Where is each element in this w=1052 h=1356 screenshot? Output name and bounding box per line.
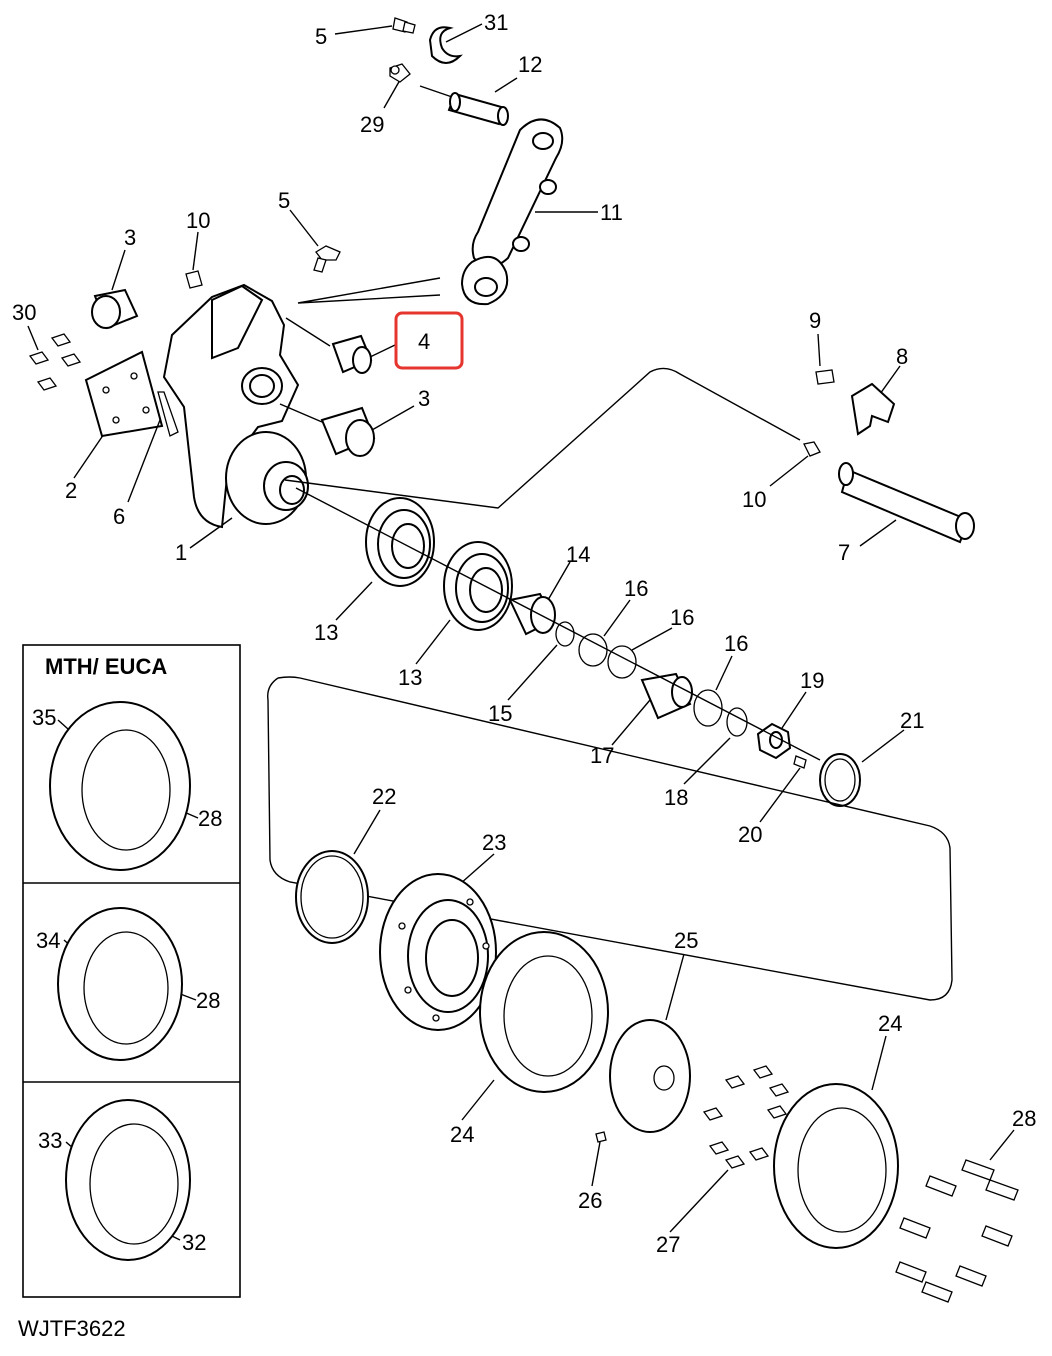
label-12: 12 [518,52,542,77]
axis-line-middle [295,487,821,761]
inset-sprocket-33 [65,1099,191,1261]
label-7: 7 [838,540,850,565]
figure-code: WJTF3622 [18,1316,126,1341]
inset-panel [22,644,241,1298]
bushing-3-right [279,403,415,457]
label-31: 31 [484,10,508,35]
bolt-9 [815,333,835,385]
label-6: 6 [113,504,125,529]
label-5-mid: 5 [278,188,290,213]
ring-16-b [607,627,673,679]
bolt-5-top [334,17,416,35]
label-35: 35 [32,705,56,730]
pin-20 [759,755,807,823]
label-14: 14 [566,542,590,567]
label-22: 22 [372,784,396,809]
bracket-8 [850,365,901,436]
inset-sprocket-35 [49,701,199,871]
label-5-top: 5 [315,24,327,49]
hub-23 [379,853,497,1031]
label-27: 27 [656,1232,680,1257]
shaft-7 [838,462,975,547]
label-32: 32 [182,1230,206,1255]
bolt-5-mid [289,209,341,273]
label-34: 34 [36,928,60,953]
label-1: 1 [175,540,187,565]
label-17: 17 [590,743,614,768]
plate-2 [73,350,164,479]
ring-16-c [693,655,733,727]
label-28-inset-b: 28 [196,988,220,1013]
label-16-b: 16 [670,605,694,630]
sleeve-14 [508,561,571,636]
label-13-a: 13 [314,620,338,645]
label-24-right: 24 [878,1011,902,1036]
label-30: 30 [12,300,36,325]
cover-25 [609,953,691,1133]
ring-16-a [578,599,631,667]
o-ring-22 [295,809,381,944]
bushing-3-left [91,249,139,330]
label-29: 29 [360,112,384,137]
highlight-box [394,311,464,370]
label-3-right: 3 [418,386,430,411]
snap-ring-21 [819,729,905,807]
label-21: 21 [900,708,924,733]
bolts-30 [27,325,82,391]
fitting-6 [127,391,179,503]
retaining-clip-31 [428,23,483,64]
label-25: 25 [674,928,698,953]
label-24-left: 24 [450,1122,474,1147]
sprocket-24-right [773,1035,899,1249]
label-8: 8 [896,344,908,369]
ring-15 [507,621,575,701]
bracket-1 [162,283,309,549]
label-23: 23 [482,830,506,855]
label-28-inset-a: 28 [198,806,222,831]
plug-26 [591,1131,607,1187]
label-10-top: 10 [186,208,210,233]
label-26: 26 [578,1188,602,1213]
axis-line-lower [267,676,953,1001]
fitting-10-right [769,441,821,487]
label-18: 18 [664,785,688,810]
label-10-right: 10 [742,487,766,512]
sleeve-17 [611,672,693,746]
cylinder-11 [297,118,598,306]
bolts-28-lower [895,1129,1019,1303]
label-16-a: 16 [624,576,648,601]
bolts-27 [669,1065,790,1233]
axis-line-upper [284,367,801,509]
label-9: 9 [809,308,821,333]
pin-12 [419,77,518,126]
sprocket-24-left [461,931,609,1121]
plug-10-top [185,231,203,289]
label-4: 4 [418,329,430,354]
label-15: 15 [488,701,512,726]
nut-19 [756,691,807,760]
bearing-13-b [415,541,513,665]
label-16-c: 16 [724,631,748,656]
label-28-lower: 28 [1012,1106,1036,1131]
inset-title: MTH/ EUCA [45,654,167,679]
label-33: 33 [38,1128,62,1153]
label-2: 2 [65,478,77,503]
bearing-13-a [335,497,435,621]
label-13-b: 13 [398,665,422,690]
label-11: 11 [600,200,623,225]
grease-fitting-29 [383,63,411,109]
label-3-left: 3 [124,225,136,250]
label-20: 20 [738,822,762,847]
bushing-4 [285,317,396,374]
label-19: 19 [800,668,824,693]
inset-sprocket-34 [57,907,197,1061]
